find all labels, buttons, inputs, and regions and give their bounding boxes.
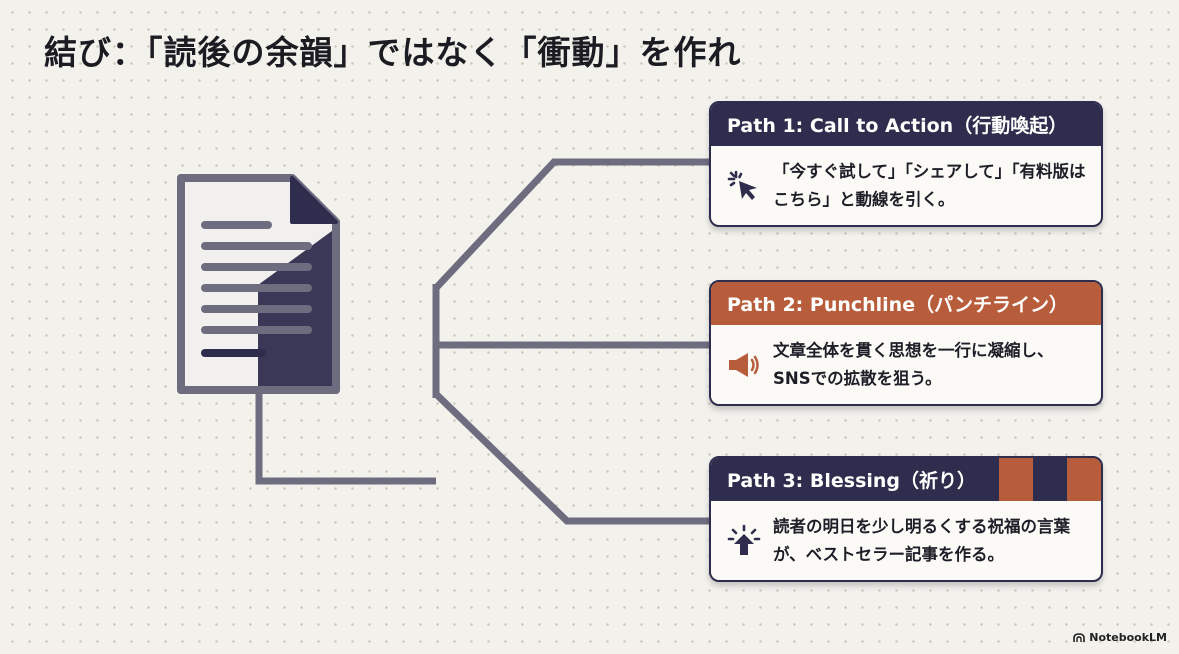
connector-trunk [255, 390, 436, 485]
brand-label: NotebookLM [1089, 631, 1167, 644]
cursor-click-icon [727, 170, 757, 200]
path-card-body: 「今すぐ試して」「シェアして」「有料版はこちら」と動線を引く。 [711, 146, 1101, 225]
path-card-1: Path 1: Call to Action（行動喚起） 「今すぐ試して」「シェ… [709, 101, 1103, 227]
header-stripes [999, 458, 1101, 501]
path-card-2: Path 2: Punchline（パンチライン） 文章全体を貫く思想を一行に凝… [709, 280, 1103, 406]
path-card-text: 「今すぐ試して」「シェアして」「有料版はこちら」と動線を引く。 [773, 161, 1086, 209]
path-card-header: Path 3: Blessing（祈り） [711, 458, 1101, 501]
path-card-header-label: Path 3: Blessing（祈り） [727, 470, 977, 492]
notebooklm-logo-icon [1073, 632, 1086, 642]
connector-lines [255, 158, 712, 525]
path-card-body: 読者の明日を少し明るくする祝福の言葉が、ベストセラー記事を作る。 [711, 501, 1101, 580]
path-card-header: Path 2: Punchline（パンチライン） [711, 282, 1101, 325]
path-card-text: 文章全体を貫く思想を一行に凝縮し、SNSでの拡散を狙う。 [773, 340, 1054, 388]
path-card-header: Path 1: Call to Action（行動喚起） [711, 103, 1101, 146]
document-icon [177, 174, 340, 394]
megaphone-icon [729, 352, 759, 377]
connector-path-1 [433, 158, 712, 291]
brand-watermark: NotebookLM [1073, 631, 1167, 644]
path-card-text: 読者の明日を少し明るくする祝福の言葉が、ベストセラー記事を作る。 [773, 516, 1070, 564]
connector-path-3 [433, 391, 712, 525]
path-card-body: 文章全体を貫く思想を一行に凝縮し、SNSでの拡散を狙う。 [711, 325, 1101, 404]
page-title: 結び：「読後の余韻」ではなく「衝動」を作れ [44, 33, 742, 72]
sparkle-arrow-icon [727, 524, 761, 555]
path-card-3: Path 3: Blessing（祈り） 読者の明日を少し明るくする祝福の言葉が… [709, 456, 1103, 582]
